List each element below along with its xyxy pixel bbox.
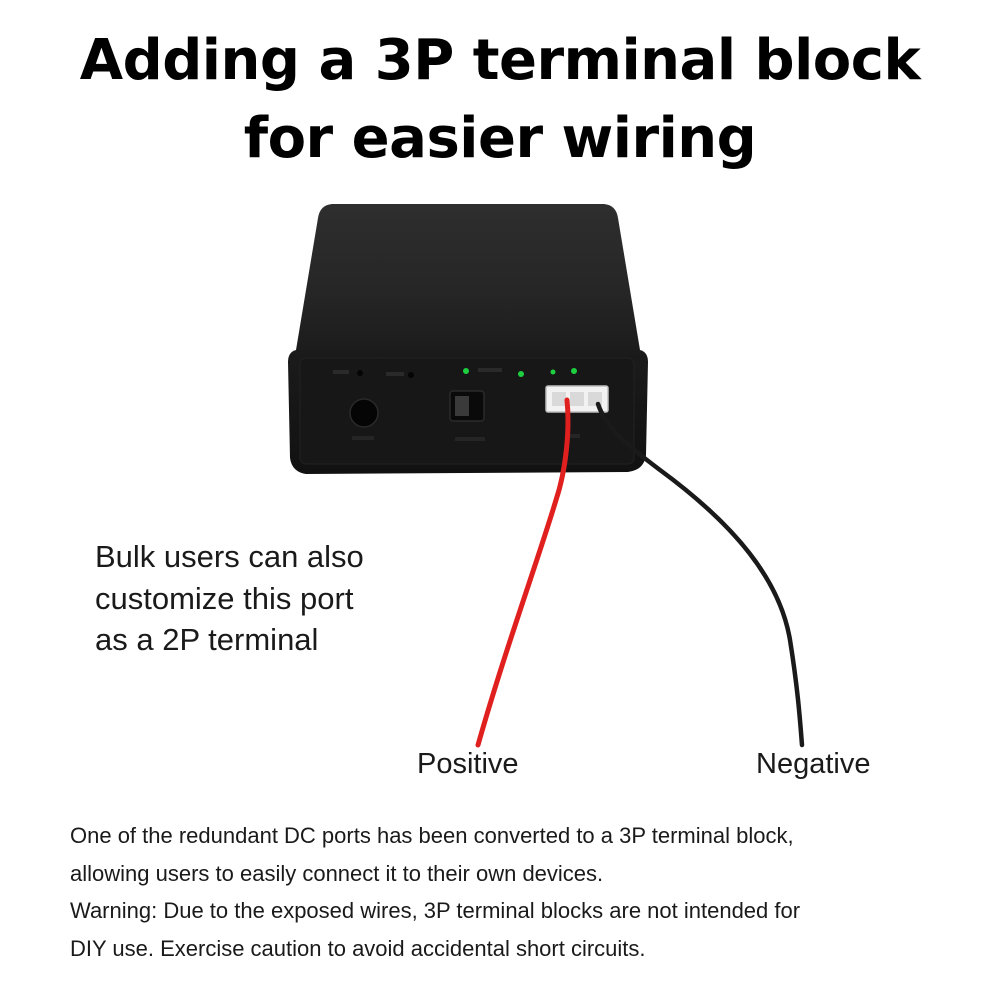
description-line-4: DIY use. Exercise caution to avoid accid… (70, 935, 646, 961)
led-2 (518, 371, 524, 377)
customization-note: Bulk users can also customize this port … (95, 536, 435, 661)
negative-label: Negative (756, 748, 871, 780)
indicator-hole-1 (357, 370, 363, 376)
note-line-1: Bulk users can also (95, 539, 364, 574)
wire-positive (475, 397, 571, 748)
indicator-hole-2 (408, 372, 414, 378)
led-1 (463, 368, 469, 374)
description-line-3: Warning: Due to the exposed wires, 3P te… (70, 898, 801, 923)
page-title: Adding a 3P terminal block for easier wi… (0, 22, 1000, 178)
dc-jack (349, 398, 379, 428)
led-3 (550, 369, 556, 375)
note-line-2: customize this port (95, 580, 354, 616)
wire-negative (595, 401, 805, 748)
note-line-3: as a 2P terminal (95, 622, 319, 657)
led-4 (571, 368, 577, 374)
case-top (296, 204, 640, 350)
title-line-2: for easier wiring (243, 106, 757, 171)
description-line-1: One of the redundant DC ports has been c… (70, 823, 794, 848)
description: One of the redundant DC ports has been c… (70, 817, 950, 967)
title-line-1: Adding a 3P terminal block (79, 28, 921, 93)
description-line-2: allowing users to easily connect it to t… (70, 860, 604, 886)
positive-label: Positive (417, 748, 519, 780)
